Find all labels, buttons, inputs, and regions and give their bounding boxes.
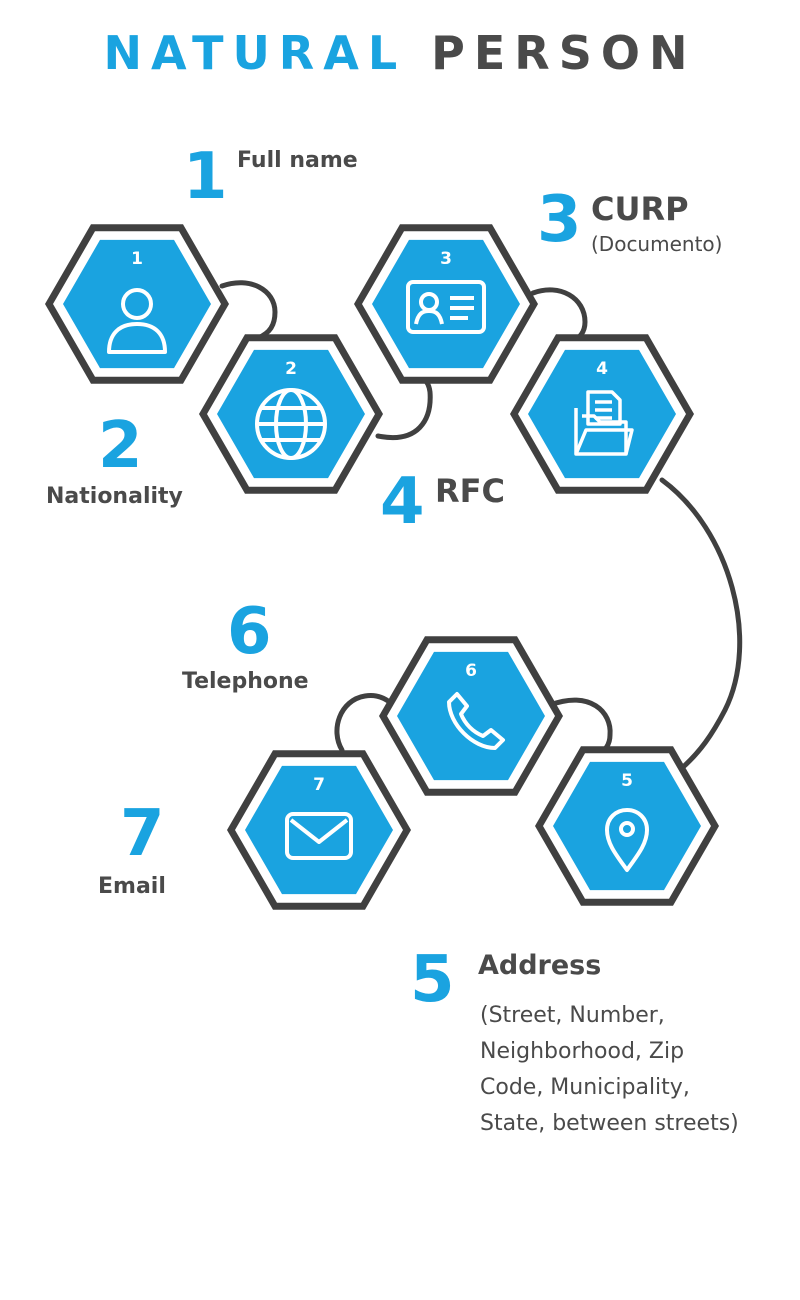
hexagon-2-number: 2: [285, 359, 297, 379]
full-name-label: Full name: [237, 148, 358, 173]
hexagon-1-number: 1: [131, 249, 143, 269]
hexagon-7: 7: [227, 750, 411, 910]
hexagon-5: 5: [535, 746, 719, 906]
hexagon-5-number: 5: [621, 771, 633, 791]
address-detail-line: State, between streets): [480, 1111, 739, 1136]
hexagon-6-fill: [397, 651, 545, 781]
hexagon-2-fill: [217, 349, 365, 479]
hexagon-3-number: 3: [440, 249, 452, 269]
address-detail-line: Neighborhood, Zip: [480, 1039, 685, 1064]
connector-7-6: [334, 693, 395, 753]
full-name-number: 1: [183, 140, 228, 214]
hexagon-7-fill: [245, 765, 393, 895]
hexagons: 1 2: [45, 224, 719, 910]
curp-number: 3: [537, 183, 582, 257]
hexagon-5-fill: [553, 761, 701, 891]
hexagon-3: 3: [354, 224, 538, 384]
id-card-icon: [406, 280, 486, 334]
location-pin-icon: [605, 808, 649, 872]
envelope-icon: [285, 812, 353, 860]
hexagon-6: 6: [379, 636, 563, 796]
page-title: NATURAL PERSON: [0, 26, 800, 80]
rfc-label: RFC: [435, 472, 505, 510]
hexagon-1-fill: [63, 239, 211, 369]
hexagon-4-number: 4: [596, 359, 608, 379]
title-part-person: PERSON: [431, 26, 697, 80]
phone-icon: [447, 692, 505, 750]
nationality-label: Nationality: [46, 484, 183, 509]
connector-4-5: [659, 477, 743, 771]
hexagon-4-fill: [528, 349, 676, 479]
address-detail-line: (Street, Number,: [480, 1003, 665, 1028]
rfc-number: 4: [380, 465, 425, 539]
connector-1-2: [219, 280, 278, 341]
folder-document-icon: [574, 390, 634, 456]
telephone-label: Telephone: [182, 669, 309, 694]
address-detail: (Street, Number, Neighborhood, Zip Code,…: [480, 998, 780, 1142]
hexagon-2: 2: [199, 334, 383, 494]
hexagon-7-number: 7: [313, 775, 325, 795]
title-part-natural: NATURAL: [103, 26, 407, 80]
hexagon-4: 4: [510, 334, 694, 494]
curp-sub-label: (Documento): [591, 232, 723, 256]
address-number: 5: [410, 943, 455, 1017]
hexagon-6-number: 6: [465, 661, 477, 681]
telephone-number: 6: [227, 595, 272, 669]
connector-2-3: [375, 375, 433, 440]
address-detail-line: Code, Municipality,: [480, 1075, 690, 1100]
curp-label: CURP: [591, 190, 689, 228]
nationality-number: 2: [98, 409, 143, 483]
email-number: 7: [120, 797, 165, 871]
email-label: Email: [98, 874, 166, 899]
address-label: Address: [478, 950, 602, 981]
user-icon: [107, 288, 167, 354]
hexagon-3-fill: [372, 239, 520, 369]
hexagon-1: 1: [45, 224, 229, 384]
globe-icon: [255, 388, 327, 460]
